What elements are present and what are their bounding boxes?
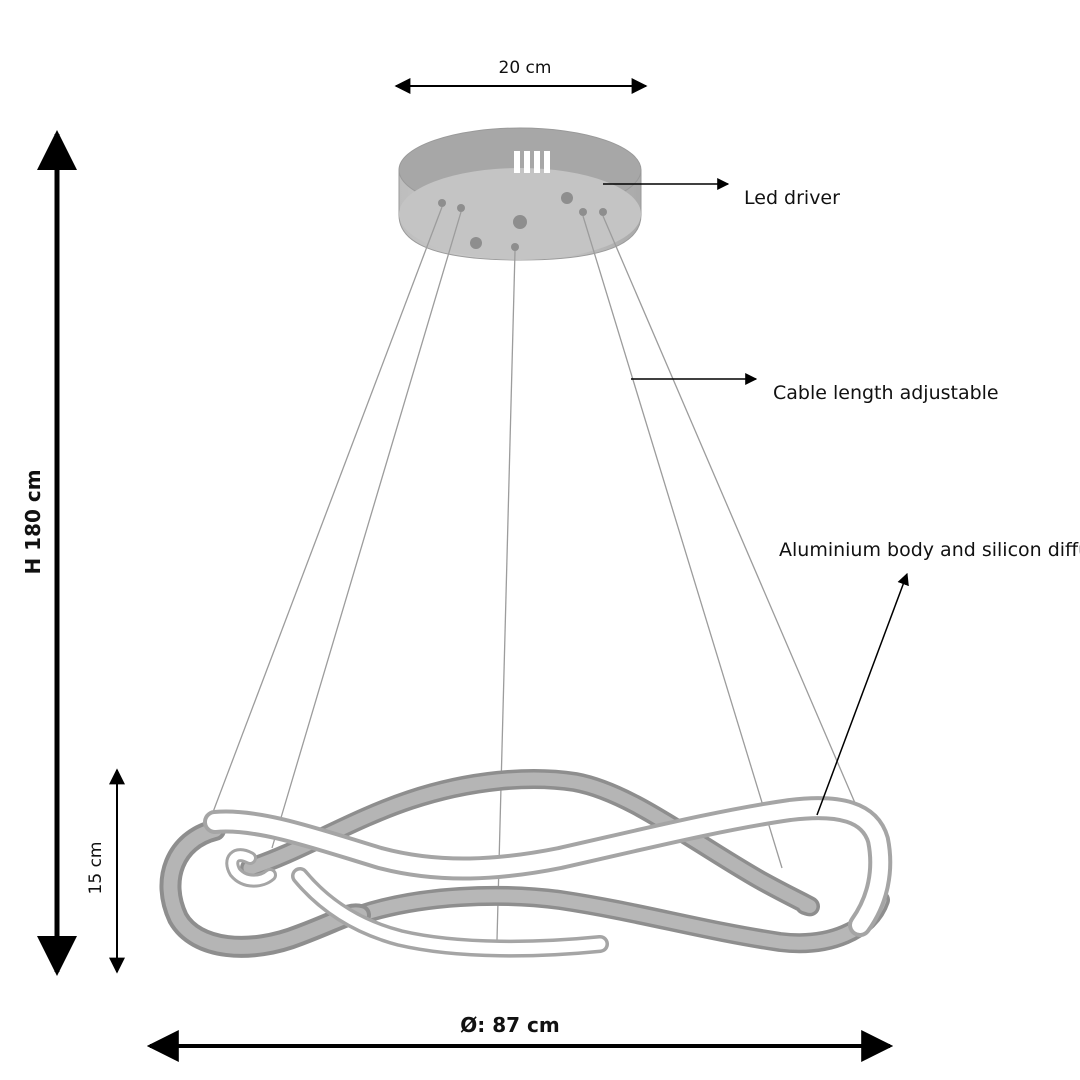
led-ring (159, 769, 893, 958)
callout-cable: Cable length adjustable (631, 373, 999, 404)
cable-label: Cable length adjustable (773, 382, 999, 404)
callout-led-driver: Led driver (603, 178, 840, 209)
canopy-underside (399, 168, 641, 260)
ring-band-upper-face (243, 772, 817, 913)
height-label: H 180 cm (21, 469, 45, 574)
top-width-dimension: 20 cm (394, 58, 648, 94)
height-dimension: H 180 cm (21, 130, 77, 976)
top-width-label: 20 cm (499, 58, 552, 78)
cable-grips (438, 192, 607, 251)
diameter-dimension: Ø: 87 cm (146, 1013, 894, 1062)
ceiling-canopy (398, 127, 642, 261)
ring-height-label: 15 cm (86, 842, 106, 895)
diameter-label: Ø: 87 cm (460, 1013, 559, 1037)
callout-body: Aluminium body and silicon diffu (779, 539, 1080, 816)
led-driver-label: Led driver (744, 187, 840, 209)
body-arrow (816, 572, 909, 816)
ring-diffuser-front (207, 800, 889, 933)
body-label: Aluminium body and silicon diffu (779, 539, 1080, 561)
suspension-cables (209, 206, 859, 941)
ring-height-dimension: 15 cm (86, 768, 125, 974)
canopy-vent (514, 151, 550, 173)
